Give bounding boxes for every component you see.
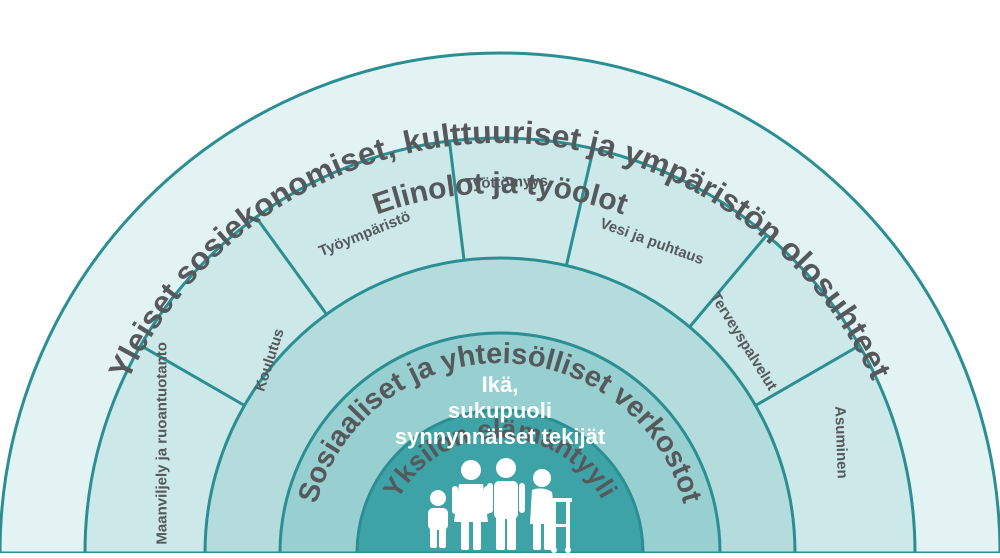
segment-divider	[564, 148, 595, 266]
core-line-3: synnynnäiset tekijät	[395, 424, 606, 449]
segment-divider	[139, 344, 246, 407]
core-line-2: sukupuoli	[448, 398, 552, 423]
segment-label: Työttömyys	[465, 173, 549, 193]
segment-label: Maanviljely ja ruoantuotanto	[153, 342, 170, 545]
woman-figure-icon	[452, 460, 490, 550]
segment-dividers	[139, 140, 861, 407]
segment-divider	[754, 344, 861, 407]
core-line-1: Ikä,	[482, 372, 519, 397]
man-figure-icon	[487, 458, 525, 550]
people-figures	[428, 458, 572, 553]
segment-divider	[254, 216, 328, 316]
elderly-with-walker-figure-icon	[530, 469, 572, 553]
segment-label: Asuminen	[831, 406, 851, 479]
rings	[0, 51, 1000, 555]
segment-divider	[447, 140, 466, 261]
child-figure-icon	[428, 490, 448, 548]
segment-divider	[688, 234, 768, 328]
